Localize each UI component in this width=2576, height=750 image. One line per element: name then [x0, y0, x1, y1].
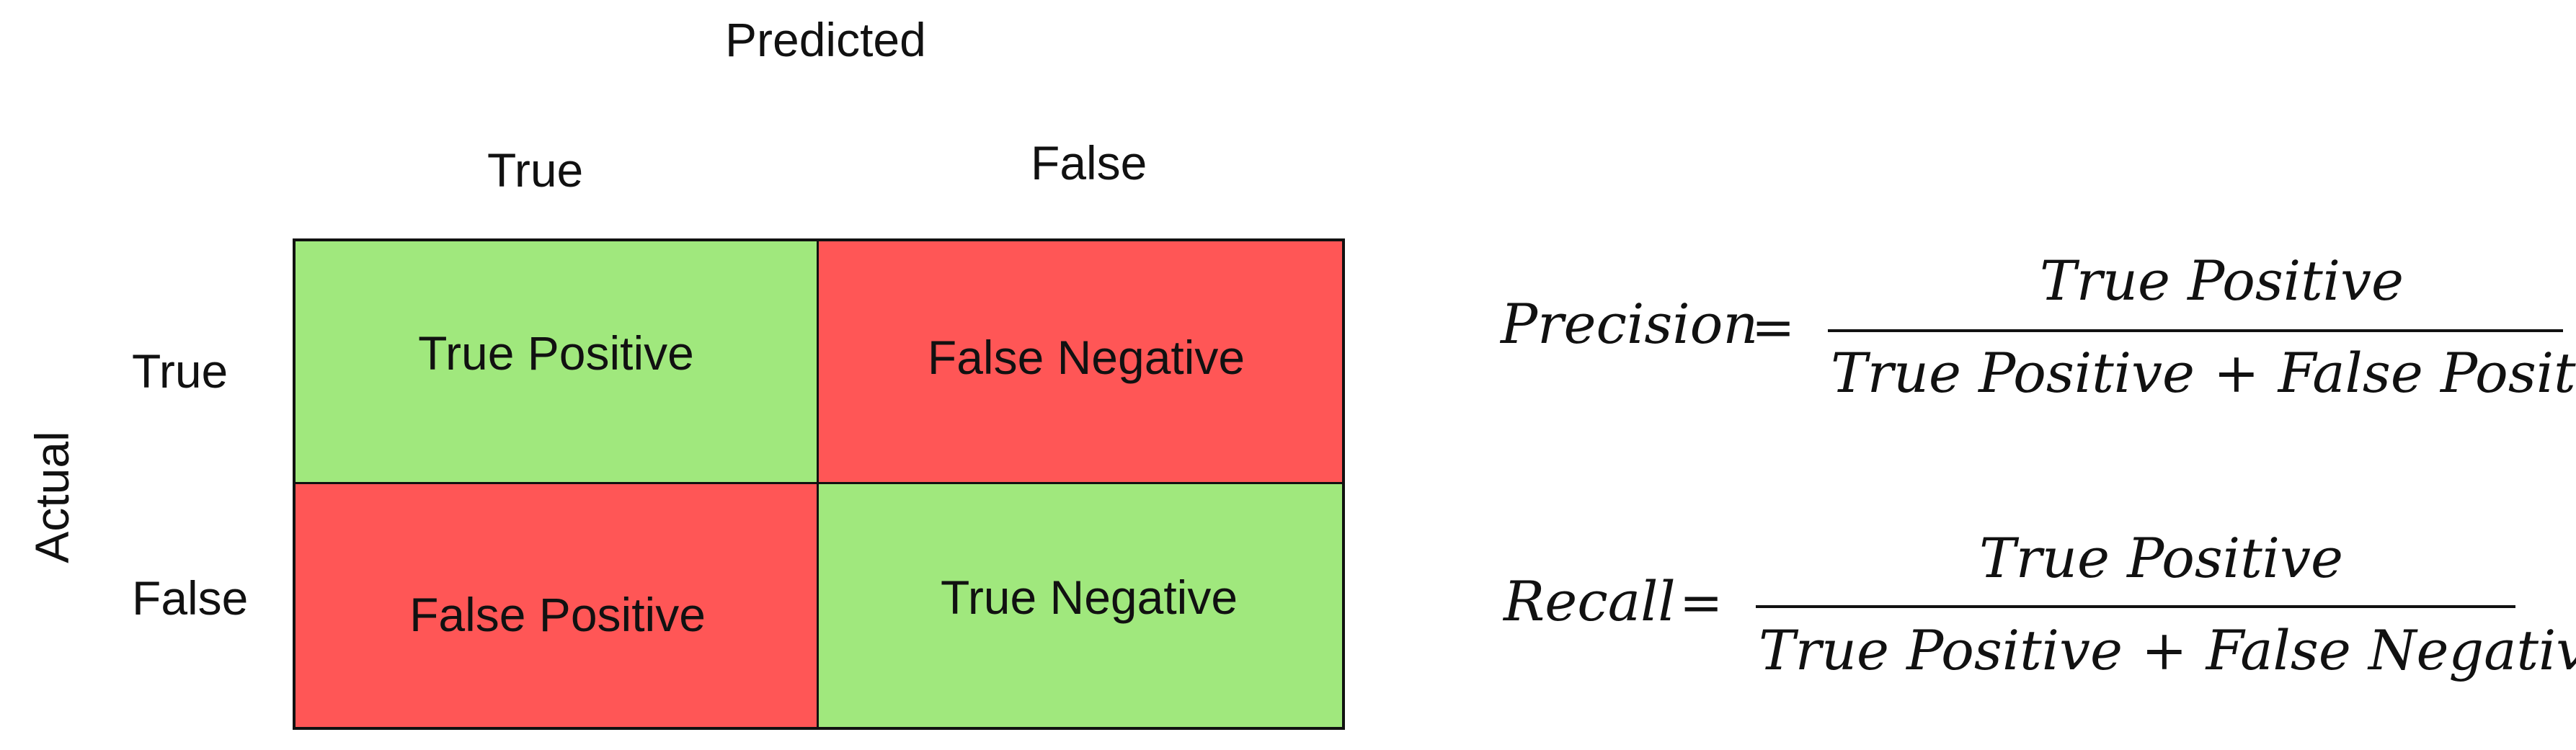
column-header-true: True	[487, 143, 584, 197]
row-header-true: True	[132, 344, 228, 398]
recall-numerator: True Positive	[1979, 526, 2343, 590]
precision-fraction-bar	[1828, 329, 2563, 332]
cell-true-positive: True Positive	[296, 241, 819, 484]
row-header-false: False	[132, 571, 249, 625]
precision-denominator: True Positive+False Positive	[1831, 346, 2576, 401]
cell-true-negative: True Negative	[819, 484, 1342, 727]
cell-label: True Negative	[940, 570, 1238, 624]
recall-fraction-bar	[1756, 605, 2515, 608]
recall-denominator: True Positive+False Negative	[1759, 623, 2576, 678]
cell-label: False Negative	[927, 331, 1245, 384]
denominator-term: False Positive	[2278, 341, 2576, 405]
plus-operator: +	[2141, 618, 2188, 682]
plus-operator: +	[2213, 341, 2260, 405]
denominator-term: False Negative	[2206, 618, 2576, 682]
recall-label: Recall	[1504, 569, 1676, 633]
cell-label: True Positive	[418, 326, 694, 380]
column-header-false: False	[1031, 136, 1147, 189]
precision-label: Precision	[1501, 292, 1759, 356]
precision-numerator: True Positive	[2040, 249, 2404, 313]
confusion-matrix: True Positive False Negative False Posit…	[293, 238, 1345, 730]
cell-false-positive: False Positive	[296, 484, 819, 727]
predicted-axis-title: Predicted	[725, 13, 926, 66]
denominator-term: True Positive	[1759, 618, 2123, 682]
recall-equals: =	[1679, 572, 1723, 633]
precision-equals: =	[1751, 297, 1795, 357]
actual-axis-title: Actual	[25, 431, 79, 563]
cell-false-negative: False Negative	[819, 241, 1342, 484]
cell-label: False Positive	[409, 587, 706, 641]
denominator-term: True Positive	[1831, 341, 2195, 405]
